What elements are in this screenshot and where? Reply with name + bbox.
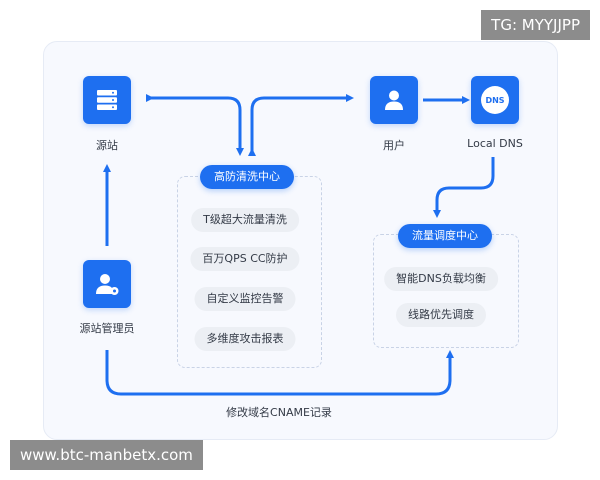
- cname-flow-label: 修改域名CNAME记录: [226, 406, 332, 419]
- user-node[interactable]: [370, 76, 418, 124]
- scrubbing-item: T级超大流量清洗: [191, 208, 299, 232]
- user-label: 用户: [383, 139, 405, 152]
- local-dns-label: Local DNS: [467, 137, 523, 150]
- arrow-scrubbing-user: [248, 94, 354, 156]
- dns-icon-text: DNS: [485, 95, 505, 105]
- watermark-top: TG: MYYJJPP: [481, 10, 590, 40]
- scrubbing-item: 百万QPS CC防护: [190, 247, 300, 271]
- user-icon: [385, 90, 403, 110]
- server-icon: [97, 90, 117, 110]
- arrow-dns-dispatch: [433, 157, 495, 218]
- admin-label: 源站管理员: [79, 322, 135, 335]
- dns-icon: DNS: [481, 86, 509, 114]
- admin-user-icon: [96, 274, 119, 295]
- origin-node[interactable]: [83, 76, 131, 124]
- scrubbing-item: 自定义监控告警: [194, 287, 296, 311]
- arrow-origin-scrubbing: [146, 94, 244, 156]
- origin-label: 源站: [96, 139, 118, 152]
- dispatch-item: 线路优先调度: [396, 303, 486, 327]
- arrow-admin-dispatch: [105, 350, 454, 396]
- dispatch-item: 智能DNS负载均衡: [384, 267, 498, 291]
- dispatch-center-panel: [373, 234, 519, 348]
- scrubbing-center-title: 高防清洗中心: [200, 165, 294, 189]
- watermark-bottom: www.btc-manbetx.com: [10, 440, 203, 470]
- dispatch-center-title: 流量调度中心: [398, 224, 492, 248]
- scrubbing-item: 多维度攻击报表: [194, 327, 296, 351]
- admin-node[interactable]: [83, 260, 131, 308]
- local-dns-node[interactable]: DNS: [471, 76, 519, 124]
